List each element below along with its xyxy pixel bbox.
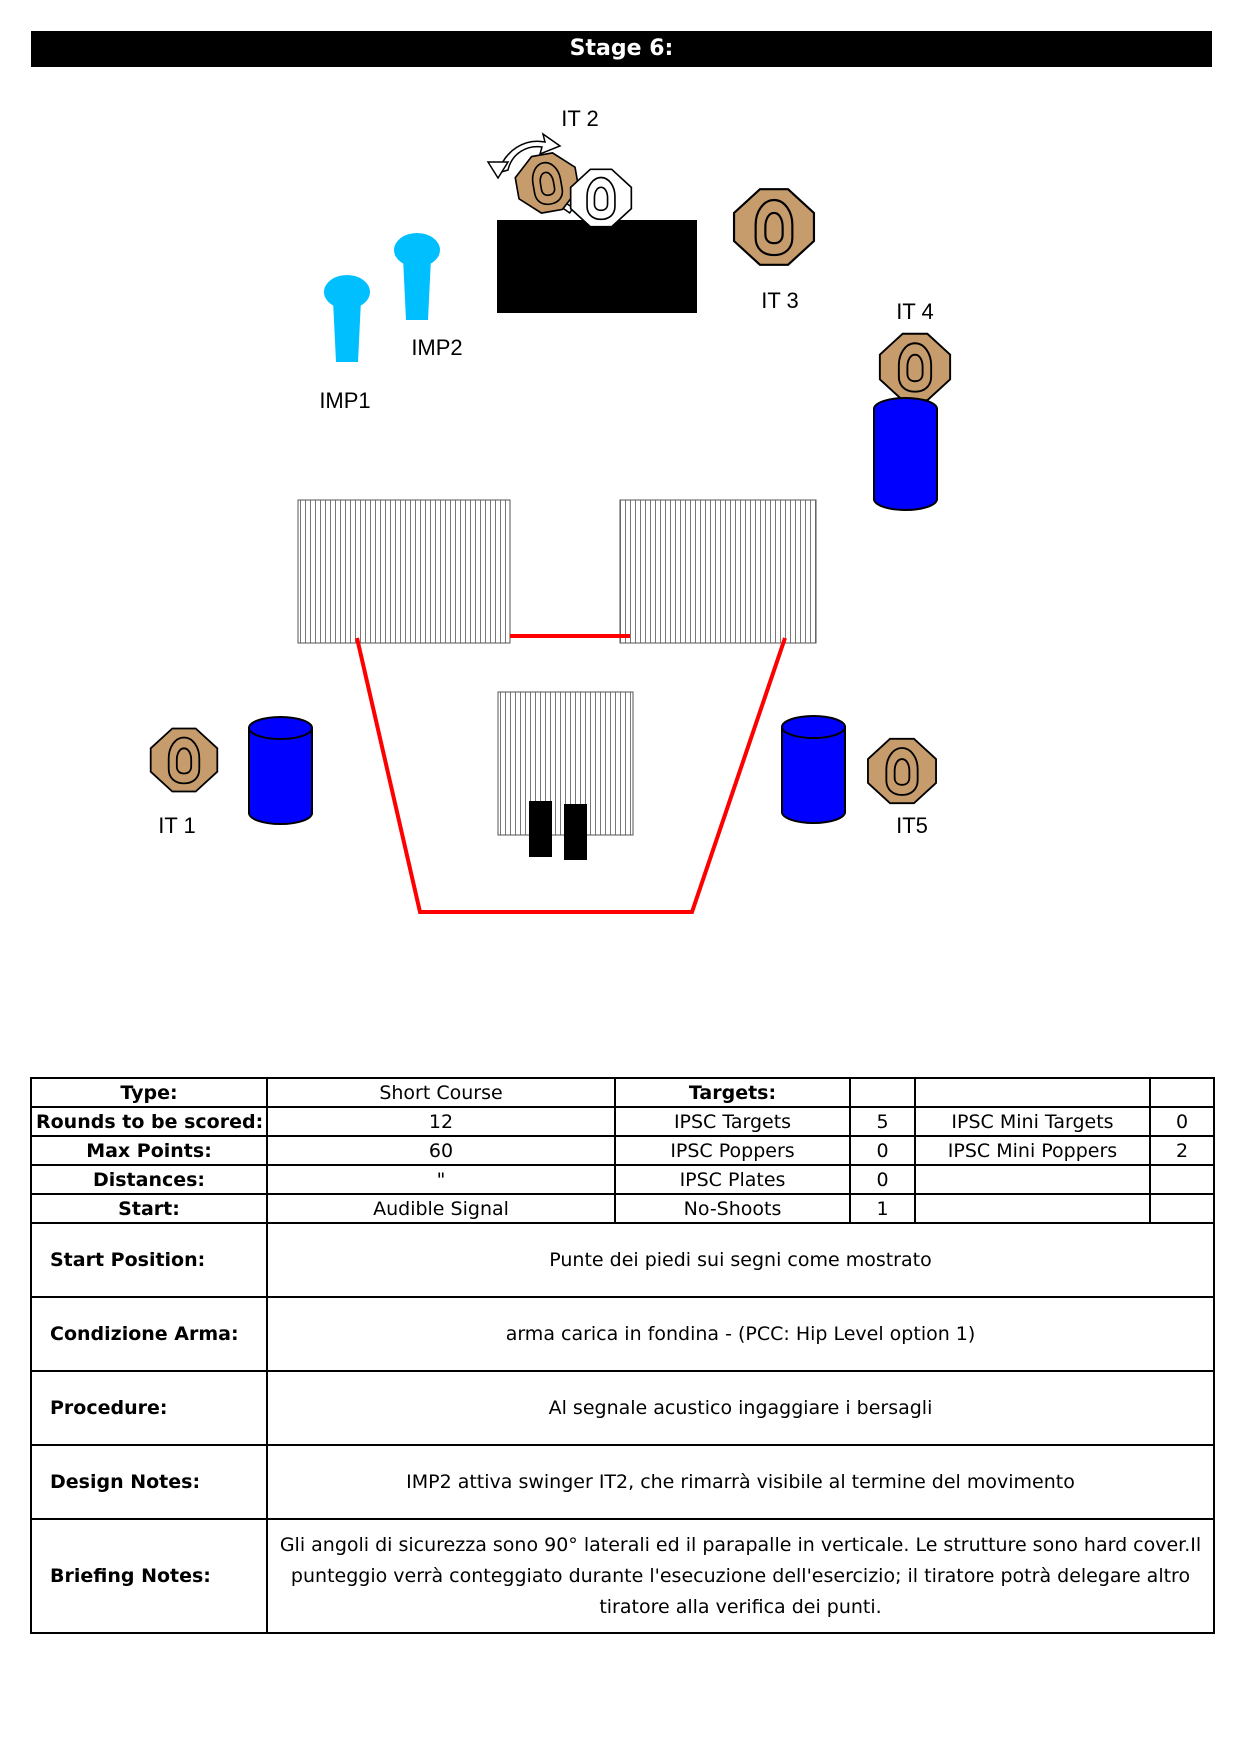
popper-imp2 [394, 233, 440, 320]
target-it4 [878, 332, 952, 402]
label-imp1: IMP1 [319, 388, 370, 413]
procedure-value: Al segnale acustico ingaggiare i bersagl… [266, 1370, 1215, 1446]
wall-right [619, 499, 817, 644]
mini-targets-value: 0 [1149, 1106, 1215, 1137]
mini-poppers-value: 2 [1149, 1135, 1215, 1166]
rounds-label: Rounds to be scored: [30, 1106, 268, 1137]
empty-cell [1149, 1077, 1215, 1108]
ipsc-poppers-value: 0 [849, 1135, 916, 1166]
distances-label: Distances: [30, 1164, 268, 1195]
ipsc-plates-value: 0 [849, 1164, 916, 1195]
empty-cell [849, 1077, 916, 1108]
row-condizione-arma: Condizione Arma: arma carica in fondina … [30, 1296, 1215, 1372]
start-value: Audible Signal [266, 1193, 616, 1224]
condizione-arma-value: arma carica in fondina - (PCC: Hip Level… [266, 1296, 1215, 1372]
no-shoots-label: No-Shoots [614, 1193, 851, 1224]
start-position-value: Punte dei piedi sui segni come mostrato [266, 1222, 1215, 1298]
start-position-foot-left [529, 801, 552, 857]
popper-imp1 [324, 275, 370, 362]
ipsc-targets-value: 5 [849, 1106, 916, 1137]
max-points-value: 60 [266, 1135, 616, 1166]
ipsc-poppers-label: IPSC Poppers [614, 1135, 851, 1166]
empty-cell [914, 1193, 1151, 1224]
stage-info-table: Type: Short Course Targets: Rounds to be… [30, 1077, 1215, 1634]
empty-cell [1149, 1193, 1215, 1224]
rounds-value: 12 [266, 1106, 616, 1137]
ipsc-plates-label: IPSC Plates [614, 1164, 851, 1195]
label-it5: IT5 [896, 813, 928, 838]
max-points-label: Max Points: [30, 1135, 268, 1166]
condizione-arma-label: Condizione Arma: [30, 1296, 268, 1372]
distances-value: " [266, 1164, 616, 1195]
type-label: Type: [30, 1077, 268, 1108]
row-type: Type: Short Course Targets: [30, 1077, 1215, 1108]
row-max-points: Max Points: 60 IPSC Poppers 0 IPSC Mini … [30, 1135, 1215, 1166]
label-it1: IT 1 [158, 813, 196, 838]
empty-cell [914, 1077, 1151, 1108]
design-notes-value: IMP2 attiva swinger IT2, che rimarrà vis… [266, 1444, 1215, 1520]
row-distances: Distances: " IPSC Plates 0 [30, 1164, 1215, 1195]
label-it3: IT 3 [761, 288, 799, 313]
start-label: Start: [30, 1193, 268, 1224]
ipsc-targets-label: IPSC Targets [614, 1106, 851, 1137]
no-shoots-value: 1 [849, 1193, 916, 1224]
target-it1 [149, 727, 219, 793]
wall-left [297, 499, 511, 644]
start-position-foot-right [564, 804, 587, 860]
type-value: Short Course [266, 1077, 616, 1108]
swing-arrow-head-icon [486, 161, 510, 180]
empty-cell [914, 1164, 1151, 1195]
mini-targets-label: IPSC Mini Targets [914, 1106, 1151, 1137]
target-it3 [732, 188, 816, 266]
empty-cell [1149, 1164, 1215, 1195]
design-notes-label: Design Notes: [30, 1444, 268, 1520]
stage-title: Stage 6: [31, 31, 1212, 67]
row-rounds: Rounds to be scored: 12 IPSC Targets 5 I… [30, 1106, 1215, 1137]
row-procedure: Procedure: Al segnale acustico ingaggiar… [30, 1370, 1215, 1446]
barrel-right-top [873, 397, 938, 511]
briefing-notes-label: Briefing Notes: [30, 1518, 268, 1634]
row-start: Start: Audible Signal No-Shoots 1 [30, 1193, 1215, 1224]
row-briefing-notes: Briefing Notes: Gli angoli di sicurezza … [30, 1518, 1215, 1634]
wall-black-top [497, 220, 697, 313]
procedure-label: Procedure: [30, 1370, 268, 1446]
label-it4: IT 4 [896, 299, 934, 324]
start-position-label: Start Position: [30, 1222, 268, 1298]
stage-diagram: IT 2 IT 3 IT 4 IMP1 IMP2 IT 1 [149, 106, 952, 914]
targets-label: Targets: [614, 1077, 851, 1108]
barrel-right-bottom [781, 715, 846, 824]
briefing-notes-value: Gli angoli di sicurezza sono 90° lateral… [266, 1518, 1215, 1634]
swing-arrow-icon [496, 132, 562, 175]
label-it2: IT 2 [561, 106, 599, 131]
barrel-left [248, 716, 313, 825]
row-start-position: Start Position: Punte dei piedi sui segn… [30, 1222, 1215, 1298]
row-design-notes: Design Notes: IMP2 attiva swinger IT2, c… [30, 1444, 1215, 1520]
target-it5 [867, 737, 937, 805]
label-imp2: IMP2 [411, 335, 462, 360]
fault-line [355, 634, 787, 914]
mini-poppers-label: IPSC Mini Poppers [914, 1135, 1151, 1166]
no-shoot-target [569, 168, 633, 228]
